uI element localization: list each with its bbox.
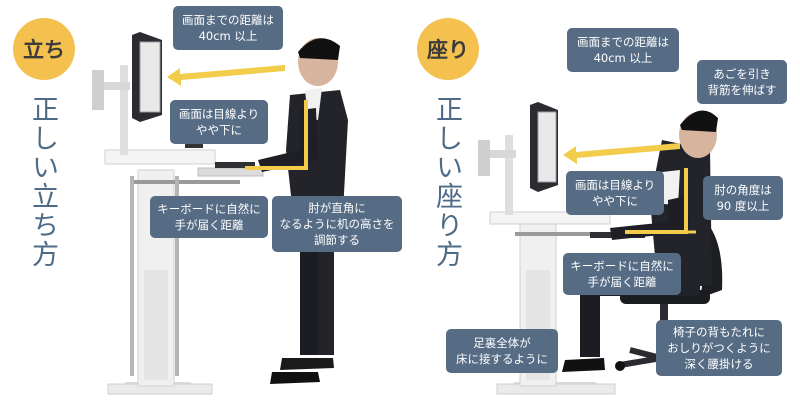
sitting-badge: 座り [417, 18, 479, 80]
callout-standing-keyboard: キーボードに自然に 手が届く距離 [150, 196, 268, 238]
callout-standing-distance: 画面までの距離は 40cm 以上 [173, 6, 283, 50]
standing-badge: 立ち [13, 18, 75, 80]
callout-sitting-distance: 画面までの距離は 40cm 以上 [567, 28, 679, 72]
callout-standing-eye-level: 画面は目線より やや下に [170, 100, 268, 144]
callout-sitting-feet: 足裏全体が 床に接するように [446, 329, 558, 373]
callout-sitting-chin: あごを引き 背筋を伸ばす [697, 60, 787, 104]
sitting-title: 正しい座り方 [431, 95, 462, 269]
callout-sitting-chair-back: 椅子の背もたれに おしりがつくように 深く腰掛ける [656, 320, 782, 376]
callout-standing-elbow: 肘が直角に なるように机の高さを 調節する [272, 196, 402, 252]
callout-sitting-eye-level: 画面は目線より やや下に [566, 171, 664, 215]
standing-title: 正しい立ち方 [27, 95, 58, 269]
callout-sitting-elbow-angle: 肘の角度は 90 度以上 [703, 176, 783, 220]
callout-sitting-keyboard: キーボードに自然に 手が届く距離 [563, 253, 681, 295]
